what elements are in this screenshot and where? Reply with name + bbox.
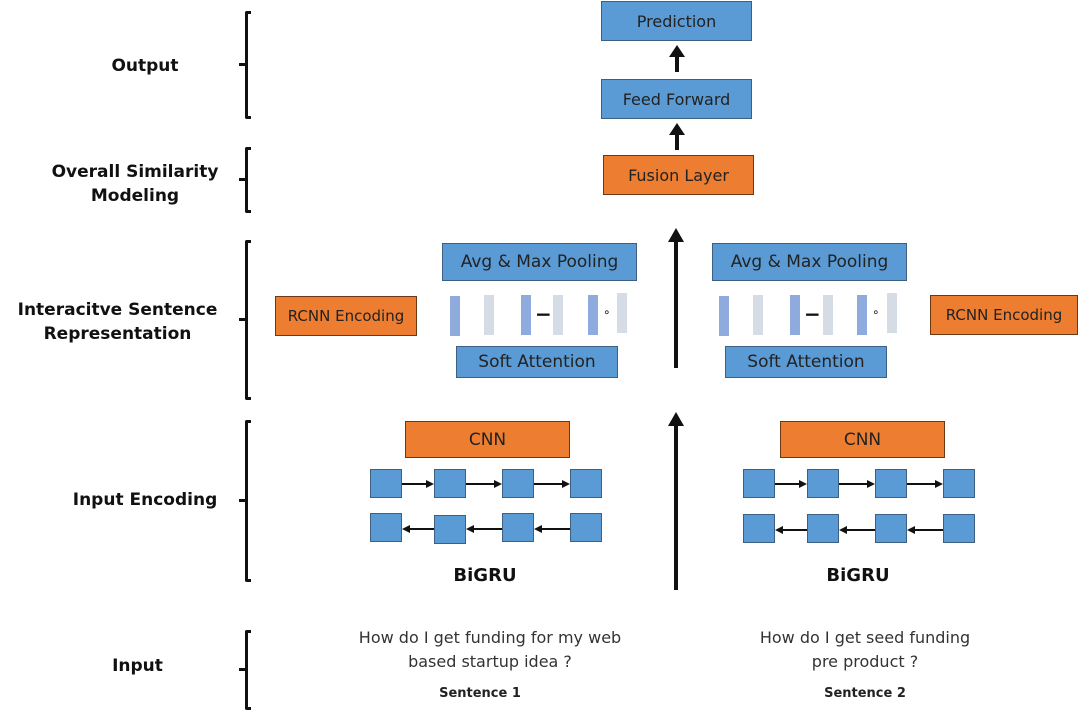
arrow-left-icon	[534, 525, 542, 533]
left-soft-attention-box: Soft Attention	[456, 346, 618, 378]
bracket-tick-output	[239, 63, 247, 66]
right-gru-backward-cell-1	[743, 514, 775, 543]
arrow-shaft-interactive-to-fusion	[674, 240, 678, 368]
stage-label-interactive-representation: Interacitve Sentence Representation	[17, 300, 218, 344]
left-gru-backward-cell-2	[434, 515, 466, 544]
bracket-tick-input	[239, 668, 247, 671]
sentence-2-label: Sentence 2	[824, 686, 906, 701]
arrow-shaft-to-feed-forward	[675, 134, 679, 150]
right-soft-attention-box: Soft Attention	[725, 346, 887, 378]
sentence-2-text: How do I get seed funding pre product ?	[715, 626, 1015, 674]
sentence-1-label: Sentence 1	[439, 686, 521, 701]
arrow-up-icon	[669, 123, 685, 135]
bracket-tick-interactive	[239, 318, 247, 321]
right-gru-backward-link-2	[845, 529, 876, 531]
prediction-box: Prediction	[601, 1, 752, 41]
left-hadamard-operator: ∘	[603, 305, 611, 319]
right-gru-backward-link-3	[913, 529, 944, 531]
left-gru-backward-link-1	[408, 528, 435, 530]
right-vector-d	[823, 295, 833, 335]
right-vector-a	[719, 296, 729, 336]
right-vector-b	[753, 295, 763, 335]
bracket-tick-similarity	[239, 178, 247, 181]
sentence-1-text: How do I get funding for my web based st…	[320, 626, 660, 674]
arrow-up-icon	[668, 228, 684, 242]
right-gru-forward-link-2	[839, 483, 868, 485]
right-gru-forward-link-3	[907, 483, 936, 485]
left-gru-backward-link-2	[472, 528, 503, 530]
left-bigru-label: BiGRU	[453, 565, 517, 586]
right-gru-forward-cell-4	[943, 469, 975, 498]
right-gru-forward-link-1	[775, 483, 801, 485]
sentence-2-line-1: How do I get seed funding	[759, 628, 971, 647]
right-bigru-label: BiGRU	[826, 565, 890, 586]
right-gru-forward-cell-1	[743, 469, 775, 498]
left-gru-backward-cell-1	[370, 513, 402, 542]
left-gru-forward-cell-1	[370, 469, 402, 498]
arrow-right-icon	[867, 480, 875, 488]
fusion-layer-box: Fusion Layer	[603, 155, 754, 195]
right-pooling-box: Avg & Max Pooling	[712, 243, 907, 281]
left-gru-backward-cell-3	[502, 513, 534, 542]
arrow-right-icon	[799, 480, 807, 488]
right-vector-c	[790, 295, 800, 335]
sentence-1-line-1: How do I get funding for my web	[358, 628, 622, 647]
stage-label-input-encoding: Input Encoding	[72, 490, 218, 510]
left-gru-forward-cell-4	[570, 469, 602, 498]
arrow-up-icon	[669, 45, 685, 57]
arrow-left-icon	[466, 525, 474, 533]
right-vector-e	[857, 295, 867, 335]
left-gru-forward-link-1	[402, 483, 428, 485]
left-gru-forward-cell-3	[502, 469, 534, 498]
left-gru-backward-link-3	[540, 528, 571, 530]
left-gru-forward-link-3	[534, 483, 564, 485]
right-vector-f	[887, 293, 897, 333]
right-rcnn-encoding-box: RCNN Encoding	[930, 295, 1078, 335]
sentence-1-line-2: based startup idea ?	[408, 652, 572, 671]
left-vector-b	[484, 295, 494, 335]
left-vector-e	[588, 295, 598, 335]
arrow-left-icon	[839, 526, 847, 534]
arrow-right-icon	[426, 480, 434, 488]
left-cnn-box: CNN	[405, 421, 570, 458]
bracket-tick-encoding	[239, 499, 247, 502]
feed-forward-box: Feed Forward	[601, 79, 752, 119]
right-gru-forward-cell-2	[807, 469, 839, 498]
arrow-right-icon	[494, 480, 502, 488]
right-gru-forward-cell-3	[875, 469, 907, 498]
right-hadamard-operator: ∘	[872, 305, 880, 319]
right-gru-backward-cell-2	[807, 514, 839, 543]
right-gru-backward-cell-4	[943, 514, 975, 543]
right-gru-backward-cell-3	[875, 514, 907, 543]
right-gru-backward-link-1	[781, 529, 808, 531]
sentence-2-line-2: pre product ?	[811, 652, 919, 671]
arrow-shaft-to-prediction	[675, 56, 679, 72]
arrow-left-icon	[775, 526, 783, 534]
left-gru-backward-cell-4	[570, 513, 602, 542]
left-gru-forward-cell-2	[434, 469, 466, 498]
right-cnn-box: CNN	[780, 421, 945, 458]
right-minus-operator: −	[804, 302, 821, 326]
arrow-left-icon	[402, 525, 410, 533]
left-vector-d	[553, 295, 563, 335]
left-vector-f	[617, 293, 627, 333]
left-rcnn-encoding-box: RCNN Encoding	[275, 296, 417, 336]
arrow-left-icon	[907, 526, 915, 534]
left-gru-forward-link-2	[466, 483, 494, 485]
left-pooling-box: Avg & Max Pooling	[442, 243, 637, 281]
arrow-up-icon	[668, 412, 684, 426]
arrow-right-icon	[935, 480, 943, 488]
left-vector-c	[521, 295, 531, 335]
left-minus-operator: −	[535, 302, 552, 326]
arrow-right-icon	[562, 480, 570, 488]
stage-label-output: Output	[111, 56, 179, 76]
stage-label-input: Input	[112, 656, 163, 676]
stage-label-overall-similarity: Overall Similarity Modeling	[51, 162, 219, 206]
left-vector-a	[450, 296, 460, 336]
arrow-shaft-encoding-to-interactive	[674, 424, 678, 590]
